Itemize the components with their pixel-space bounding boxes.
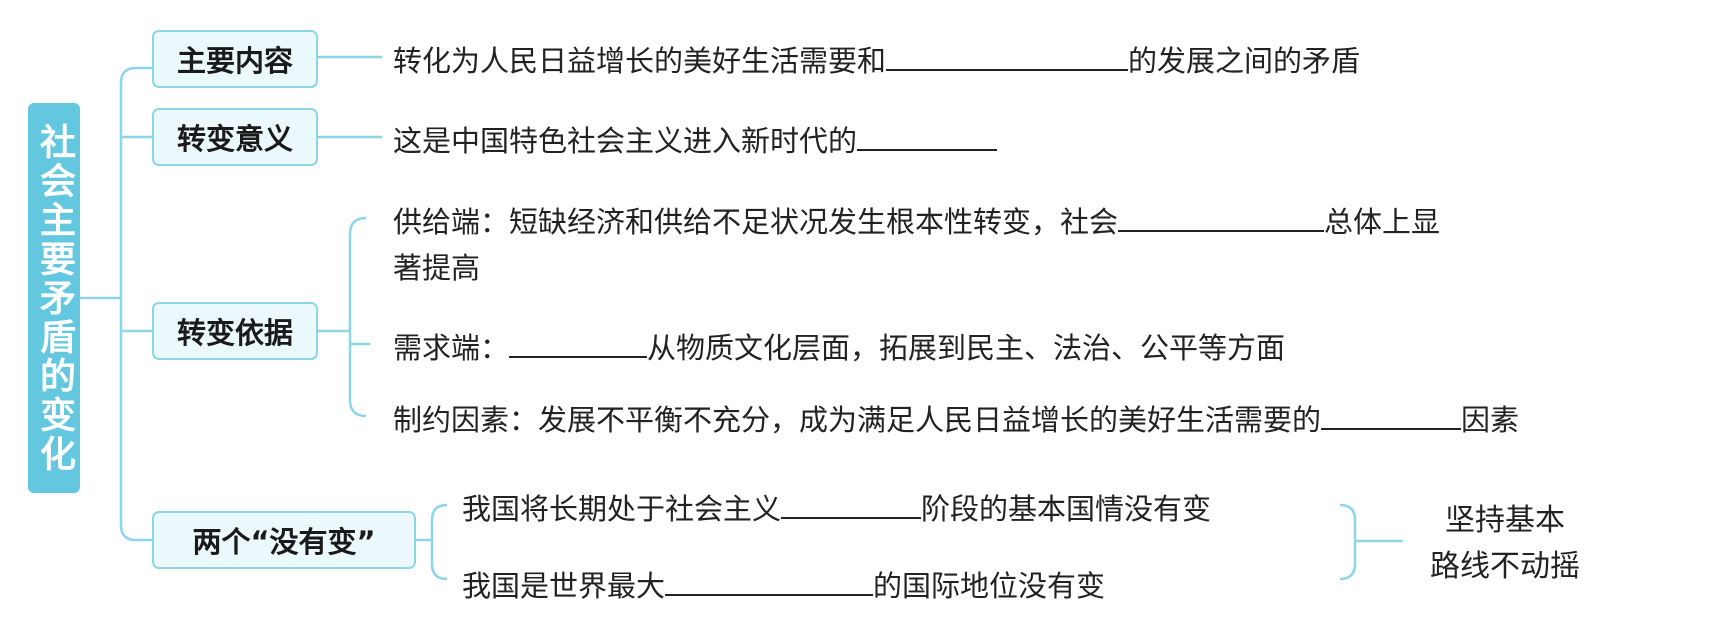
text-status-unchanged: 我国是世界最大的国际地位没有变 — [462, 562, 1105, 606]
text-constraint: 制约因素：发展不平衡不充分，成为满足人民日益增长的美好生活需要的因素 — [393, 396, 1519, 440]
fill-blank — [1321, 396, 1462, 430]
node-basis: 转变依据 — [152, 302, 318, 360]
root-title: 社会主要矛盾的变化 — [34, 122, 75, 474]
text-significance: 这是中国特色社会主义进入新时代的 — [393, 117, 998, 161]
fill-blank — [781, 485, 922, 519]
fill-blank — [1118, 198, 1325, 232]
text-demand-side: 需求端：从物质文化层面，拓展到民主、法治、公平等方面 — [393, 324, 1285, 368]
node-main-content: 主要内容 — [152, 30, 318, 88]
text-main-content: 转化为人民日益增长的美好生活需要和的发展之间的矛盾 — [393, 37, 1360, 81]
fill-blank — [665, 562, 874, 596]
root-topic: 社会主要矛盾的变化 — [28, 103, 80, 493]
fill-blank — [886, 37, 1129, 71]
fill-blank — [509, 324, 648, 358]
text-supply-side: 供给端：短缺经济和供给不足状况发生根本性转变，社会总体上显 — [393, 198, 1440, 242]
node-two-unchanged: 两个“没有变” — [152, 511, 416, 569]
node-significance: 转变意义 — [152, 108, 318, 166]
fill-blank — [857, 117, 998, 151]
text-supply-side-cont: 著提高 — [393, 251, 481, 285]
conclusion-text: 坚持基本 路线不动摇 — [1430, 503, 1580, 584]
text-stage-unchanged: 我国将长期处于社会主义阶段的基本国情没有变 — [462, 485, 1211, 529]
